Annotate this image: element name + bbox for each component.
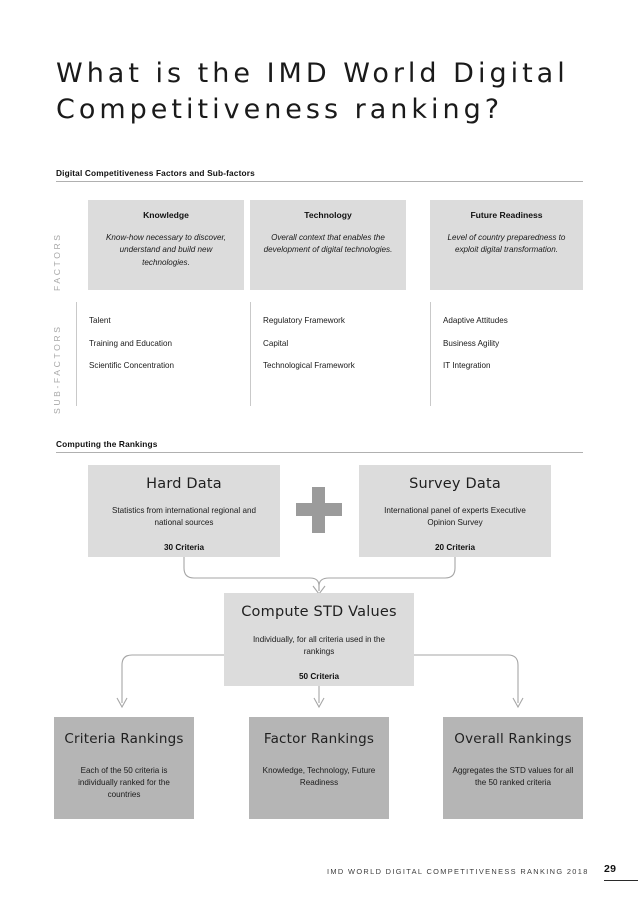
- computing-box-title: Hard Data: [146, 476, 222, 492]
- footer-page-number: 29: [604, 863, 617, 875]
- computing-box-survey-data: Survey Data International panel of exper…: [359, 465, 551, 557]
- subfactor-item: IT Integration: [443, 361, 491, 370]
- computing-box-title: Criteria Rankings: [64, 731, 184, 747]
- computing-box-criteria-rankings: Criteria Rankings Each of the 50 criteri…: [54, 717, 194, 819]
- factor-box-future-readiness: Future Readiness Level of country prepar…: [430, 200, 583, 290]
- computing-box-description: Aggregates the STD values for all the 50…: [452, 766, 574, 788]
- subfactor-item: Regulatory Framework: [263, 316, 345, 325]
- footer-publication-label: IMD WORLD DIGITAL COMPETITIVENESS RANKIN…: [327, 867, 589, 876]
- axis-label-subfactors: SUB-FACTORS: [52, 324, 62, 414]
- factor-description: Level of country preparedness to exploit…: [447, 233, 566, 255]
- subfactor-column-future-readiness: Adaptive Attitudes Business Agility IT I…: [430, 302, 585, 406]
- page-title: What is the IMD World Digital Competitiv…: [56, 58, 569, 125]
- factor-title: Future Readiness: [470, 210, 543, 220]
- subfactor-column-technology: Regulatory Framework Capital Technologic…: [250, 302, 418, 406]
- subfactor-item: Talent: [89, 316, 111, 325]
- computing-box-description: Each of the 50 criteria is individually …: [78, 766, 170, 800]
- computing-box-description: International panel of experts Executive…: [384, 506, 526, 528]
- subfactor-item: Technological Framework: [263, 361, 355, 370]
- factor-title: Knowledge: [143, 210, 189, 220]
- section-divider-computing: [56, 452, 583, 453]
- factor-box-knowledge: Knowledge Know-how necessary to discover…: [88, 200, 244, 290]
- section-heading-computing: Computing the Rankings: [56, 439, 158, 449]
- computing-box-criteria: 20 Criteria: [434, 543, 476, 553]
- section-divider-factors: [56, 181, 583, 182]
- footer-page-underline: [604, 880, 638, 882]
- computing-box-title: Survey Data: [409, 476, 501, 492]
- subfactor-item: Business Agility: [443, 338, 500, 348]
- subfactor-item: Training and Education: [89, 338, 172, 348]
- factor-box-technology: Technology Overall context that enables …: [250, 200, 406, 290]
- section-heading-factors: Digital Competitiveness Factors and Sub-…: [56, 168, 255, 178]
- subfactor-item: Capital: [263, 338, 289, 348]
- factor-title: Technology: [304, 210, 352, 220]
- computing-box-description: Individually, for all criteria used in t…: [252, 635, 386, 657]
- factor-description: Overall context that enables the develop…: [263, 233, 393, 255]
- computing-box-factor-rankings: Factor Rankings Knowledge, Technology, F…: [249, 717, 389, 819]
- computing-box-criteria: 30 Criteria: [163, 543, 205, 553]
- computing-box-overall-rankings: Overall Rankings Aggregates the STD valu…: [443, 717, 583, 819]
- axis-label-factors: FACTORS: [52, 232, 62, 291]
- computing-box-criteria: 50 Criteria: [298, 672, 340, 682]
- computing-box-title: Compute STD Values: [241, 604, 397, 620]
- computing-box-description: Knowledge, Technology, Future Readiness: [262, 766, 376, 788]
- subfactor-item: Scientific Concentration: [89, 361, 175, 370]
- computing-box-title: Overall Rankings: [454, 731, 572, 747]
- computing-box-hard-data: Hard Data Statistics from international …: [88, 465, 280, 557]
- subfactor-item: Adaptive Attitudes: [443, 316, 508, 325]
- plus-icon: [296, 487, 342, 533]
- computing-box-compute-std: Compute STD Values Individually, for all…: [224, 593, 414, 686]
- subfactor-column-knowledge: Talent Training and Education Scientific…: [76, 302, 244, 406]
- computing-box-title: Factor Rankings: [263, 731, 375, 747]
- factor-description: Know-how necessary to discover, understa…: [105, 233, 227, 267]
- computing-box-description: Statistics from international regional a…: [112, 506, 256, 528]
